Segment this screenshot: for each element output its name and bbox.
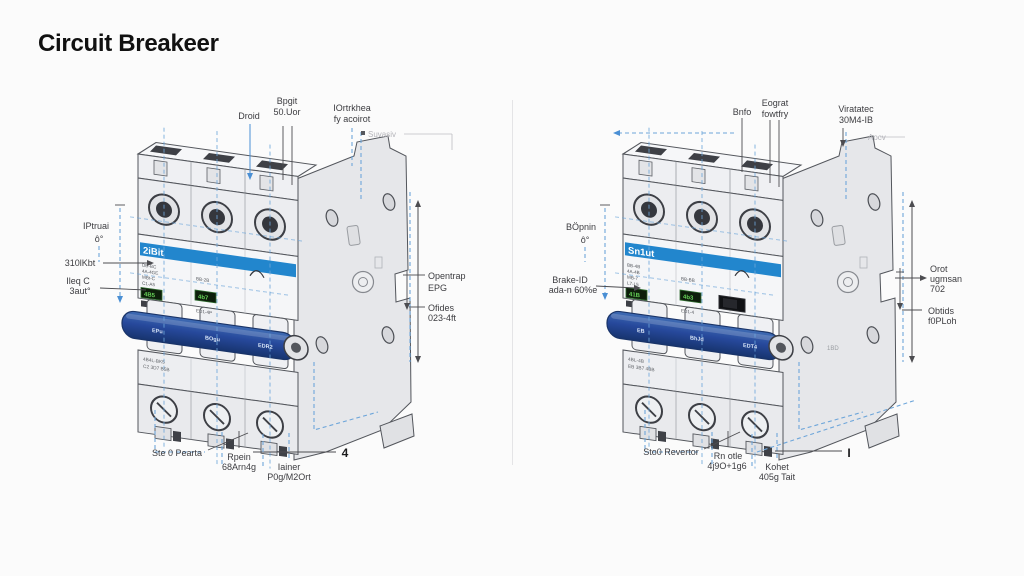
callout-label: Iainer (278, 462, 301, 472)
callout-label: 68Arn4g (222, 462, 256, 472)
lower-face-text: C2 3D7 B5B (143, 364, 170, 374)
breaker-illustration-left: 2iBit DB-BC 4A-4GE MBt-C C1-A5 4B5 BB-2B… (121, 116, 415, 481)
dimension-number: 4 (342, 446, 349, 460)
callout-label: P0g/M2Ort (267, 472, 311, 482)
callout-label: 023-4ft (428, 313, 457, 323)
callout-label: Kohet (765, 462, 789, 472)
callout-label: 50.Uor (273, 107, 300, 117)
callout-label: BÖpnin (566, 222, 596, 232)
callout-labels-right: Bnfo Eograt fowtfry Viratatec 30M4-IB Ao… (549, 98, 962, 482)
brand-text-left: 2iBit (143, 245, 164, 259)
callout-label: ugmsan (930, 274, 962, 284)
callout-label: Bnfo (733, 107, 752, 117)
toggle-bar-text: EB (637, 328, 645, 335)
face-text: MBt-C (142, 275, 156, 282)
page-title: Circuit Breakeer (38, 30, 219, 57)
callout-label: 3aut° (69, 286, 91, 296)
lower-face-text: 4B4L-BK5 (143, 357, 165, 366)
face-text: 4A-4GE (142, 269, 158, 276)
callout-label: Eograt (762, 98, 789, 108)
callout-label: Orot (930, 264, 948, 274)
callout-label: Bpgit (277, 96, 298, 106)
face-text: ED1-4 (681, 308, 694, 315)
lower-face-text: 4BL-4B (628, 357, 644, 365)
callout-label: IPtruai (83, 221, 109, 231)
face-text: MB-7 (627, 275, 638, 282)
callout-label: fowtfry (762, 109, 789, 119)
face-text: ED1-4P (196, 308, 212, 315)
callout-label-faint: Suvasiv (368, 130, 396, 139)
callout-label: 702 (930, 284, 945, 294)
callout-label: fy acoirot (334, 114, 371, 124)
callout-label: ada-n 60%e (549, 285, 598, 295)
callout-label: Sto0 Revertor (643, 447, 699, 457)
callout-label: EPG (428, 283, 447, 293)
callout-label: Rn otle (714, 451, 743, 461)
leader-lines-left (98, 124, 453, 468)
callout-label: Rpein (227, 452, 251, 462)
callout-label: Ste 0 Pearta (152, 448, 202, 458)
rating-window-text: 41B (629, 292, 641, 300)
callout-label: Obtids (928, 306, 955, 316)
brand-text-right: Sn1ut (628, 245, 655, 260)
dark-display-inner (723, 298, 737, 310)
toggle-bar-text: EPu (152, 328, 163, 335)
rating-window-text: 4b3 (683, 294, 694, 302)
callout-label: f0PLoh (928, 316, 957, 326)
callout-label: Brake-ID (552, 275, 588, 285)
callout-label: IOrtrkhea (333, 103, 371, 113)
callout-label: 30M4-IB (839, 115, 873, 125)
rating-window-text: 4B5 (144, 292, 156, 300)
face-text: BB-4B (627, 263, 640, 270)
callout-label: Ofides (428, 303, 455, 313)
callout-label: ô° (581, 235, 590, 245)
breaker-illustration-right: 1BD Sn1ut BB-4B 4A-4B MB-7 L7-L5 41B BB-… (606, 116, 900, 481)
face-text: L7-L5 (627, 281, 639, 288)
face-text: BB-2B (196, 276, 209, 283)
callout-label: 4j9O+1g6 (707, 461, 746, 471)
toggle-bar-text: EDR2 (258, 343, 273, 351)
dimension-number: I (847, 446, 850, 460)
face-text: BB-BB (681, 276, 695, 283)
toggle-bar-text: EDT4 (743, 343, 758, 351)
callout-label: Viratatec (838, 104, 874, 114)
panel-code-text: 1BD (827, 346, 839, 352)
face-text: DB-BC (142, 263, 157, 270)
callout-labels-left: Droid Bpgit 50.Uor IOrtrkhea fy acoirot … (65, 96, 466, 482)
callout-label: Droid (238, 111, 260, 121)
center-divider-line (512, 100, 513, 465)
face-text: C1-A5 (142, 281, 155, 288)
callout-label: 310lKbt (65, 258, 96, 268)
lower-face-text: EB 3B7 4BB (628, 364, 655, 374)
leader-lines-right (584, 118, 927, 468)
callout-label-faint: Aocv (868, 133, 886, 142)
callout-label: ô° (95, 234, 104, 244)
rating-window-text: 4b7 (198, 294, 209, 302)
callout-label: Ileq C (66, 276, 90, 286)
callout-label: 405g Tait (759, 472, 796, 482)
toggle-bar-text: BOgu (205, 335, 220, 343)
callout-label: Opentrap (428, 271, 466, 281)
face-text: 4A-4B (627, 269, 640, 276)
toggle-bar-text: BhJd (690, 335, 704, 343)
